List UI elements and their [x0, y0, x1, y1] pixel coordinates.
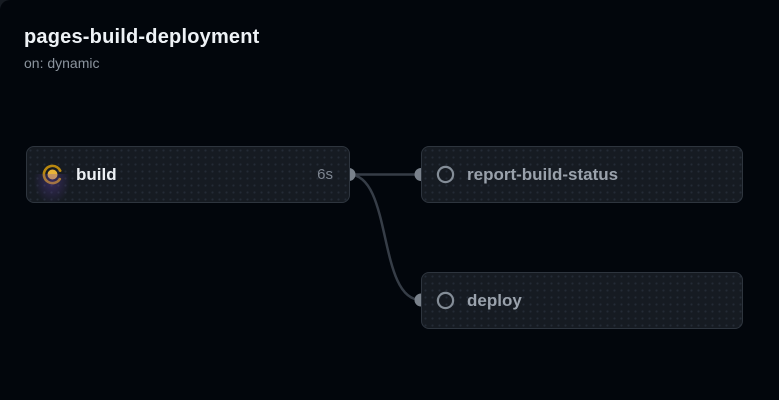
- job-node-report-build-status[interactable]: report-build-status: [421, 146, 743, 203]
- job-node-build[interactable]: build 6s: [26, 146, 350, 203]
- pending-circle-icon: [436, 165, 455, 184]
- job-duration: 6s: [317, 166, 333, 183]
- job-label: report-build-status: [467, 164, 619, 184]
- workflow-trigger: on: dynamic: [24, 55, 100, 71]
- pending-circle-icon: [436, 291, 455, 310]
- job-label: build: [76, 164, 117, 184]
- in-progress-spinner-icon: [42, 164, 63, 185]
- job-node-deploy[interactable]: deploy: [421, 272, 743, 329]
- workflow-header: pages-build-deployment on: dynamic: [24, 26, 260, 71]
- workflow-title: pages-build-deployment: [24, 26, 260, 48]
- job-label: deploy: [467, 290, 522, 310]
